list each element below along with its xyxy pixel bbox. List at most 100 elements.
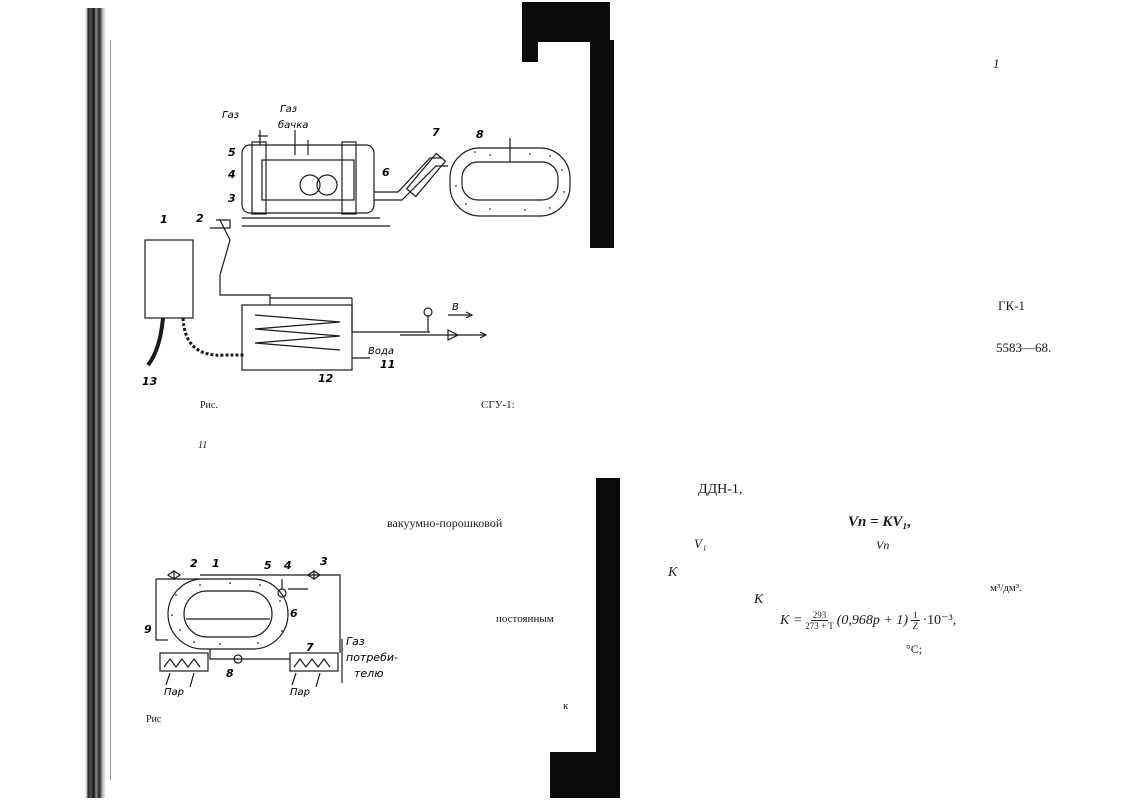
- num-4: 4: [227, 168, 236, 181]
- var-k-1: K: [668, 565, 678, 580]
- fig2-label-steam2: Пар: [290, 687, 310, 698]
- label-water: Вода: [368, 346, 394, 357]
- num-2: 2: [196, 212, 204, 225]
- formula-k-z-den: Z: [912, 621, 918, 631]
- coil-7: [293, 658, 331, 668]
- fig2-num-7: 7: [306, 641, 314, 654]
- fig2-num-8: 8: [226, 667, 234, 680]
- coil-12: [254, 314, 341, 351]
- num-5: 5: [228, 146, 236, 159]
- text-k: к: [563, 700, 569, 712]
- vessel-inner: [183, 590, 273, 638]
- tank-8-inner: [461, 161, 559, 201]
- fig2-label-steam1: Пар: [164, 687, 184, 698]
- figure2-schematic: Газ потреби- телю Пар Пар 1 2 3 4 5 6 7 …: [144, 555, 398, 698]
- fig1-caption-start: Рис.: [200, 400, 218, 411]
- scan-shadow-bottom-strip: [596, 478, 620, 798]
- fig2-num-3: 3: [320, 555, 328, 568]
- page-number: 1: [993, 56, 1000, 71]
- formula-vp: Vп = KV₁,: [848, 514, 912, 530]
- formula-k-denominator: 273 + T: [805, 621, 834, 631]
- label-gas-2: Газ: [280, 104, 297, 115]
- hose-to-12: [181, 317, 245, 357]
- fig2-num-9: 9: [144, 623, 152, 636]
- fig2-num-5: 5: [264, 559, 272, 572]
- units-label: м³/дм³.: [990, 582, 1022, 594]
- num-11: 11: [380, 358, 395, 371]
- pipe-bottom: [209, 649, 290, 660]
- fig2-num-1: 1: [212, 557, 220, 570]
- formula-k-lhs: K =: [780, 612, 803, 628]
- exchanger-12: [241, 304, 353, 371]
- fig1-subnote: 11: [198, 440, 208, 451]
- upper-inner: [261, 159, 355, 201]
- fig2-num-4: 4: [283, 559, 292, 572]
- formula-k-fraction-z: 1 Z: [911, 610, 920, 631]
- formula-k-fraction: 293 273 + T: [805, 610, 833, 631]
- steam-out-2: [315, 672, 321, 688]
- label-gas-1: Газ: [222, 110, 239, 121]
- exchanger-7: [289, 652, 339, 672]
- scan-shadow-top-edge: [522, 40, 538, 62]
- box-1: [144, 239, 194, 319]
- outlet-arrow-head: [479, 331, 488, 339]
- valve-8: [233, 654, 243, 664]
- num-1: 1: [160, 213, 168, 226]
- num-3: 3: [228, 192, 236, 205]
- valve-3: [306, 569, 322, 581]
- num-8: 8: [476, 128, 484, 141]
- cylinder-5: [299, 174, 321, 196]
- valve-gauge: [423, 307, 433, 317]
- num-6: 6: [382, 166, 390, 179]
- num-7: 7: [432, 126, 440, 139]
- gk-label: ГК-1: [998, 298, 1026, 313]
- heater-7: [405, 152, 447, 198]
- pipe-2: [210, 219, 231, 229]
- num-12: 12: [318, 372, 334, 385]
- right-column: [341, 141, 357, 215]
- frame-line: [155, 579, 168, 641]
- formula-k: K = 293 273 + T (0,968p + 1) 1 Z ·10⁻³,: [780, 610, 956, 631]
- scan-shadow-top-strip: [590, 40, 614, 248]
- fig2-caption: Рис: [146, 714, 162, 725]
- var-vp: Vп: [876, 538, 890, 552]
- fig1-caption-end: СГУ-1:: [481, 399, 515, 411]
- top-pipe: [156, 574, 341, 635]
- pipe-to-tank: [374, 157, 442, 193]
- outlet-valve: [447, 329, 460, 341]
- formula-k-tail: ·10⁻³,: [922, 613, 957, 628]
- book-binding: [84, 8, 106, 798]
- fig2-label-gas: Газ: [346, 635, 365, 648]
- label-gas-2b: бачка: [278, 119, 308, 131]
- formula-k-z-num: 1: [911, 610, 920, 621]
- fig2-num-2: 2: [190, 557, 198, 570]
- coil-9: [163, 658, 201, 668]
- text-vacuum-powder: вакуумно-порошковой: [387, 516, 503, 530]
- steam-in-1: [165, 672, 171, 686]
- figure1-schematic: Газ Газ бачка Вода В 1 2 3 4 5 6 7 8 11 …: [142, 104, 571, 388]
- steam-in-2: [291, 672, 297, 686]
- fig2-num-6: 6: [290, 607, 298, 620]
- formula-k-factor: (0,968p + 1): [836, 612, 908, 628]
- binding-line: [110, 40, 111, 780]
- scan-shadow-top: [522, 2, 610, 42]
- exchanger-9: [159, 652, 209, 672]
- steam-out-1: [189, 672, 195, 688]
- valve-2: [166, 569, 182, 581]
- vessel-outer: [167, 578, 289, 650]
- var-k-2: K: [754, 592, 764, 607]
- text-constant: постоянным: [496, 613, 554, 625]
- label-b: В: [452, 302, 459, 313]
- left-column: [251, 141, 267, 215]
- var-v1: V₁: [694, 536, 707, 551]
- gauge-6: [277, 588, 287, 598]
- formula-k-numerator: 293: [810, 610, 829, 621]
- scan-shadow-bottom: [550, 752, 614, 798]
- fig2-label-consumer2: телю: [354, 667, 383, 680]
- pipe-main: [219, 219, 271, 305]
- gost-reference: 5583—68.: [996, 340, 1052, 355]
- ddn-label: ДДН-1,: [698, 482, 743, 497]
- celsius-label: °C;: [906, 642, 923, 656]
- hose-13: [146, 317, 165, 367]
- cylinder-6: [316, 174, 338, 196]
